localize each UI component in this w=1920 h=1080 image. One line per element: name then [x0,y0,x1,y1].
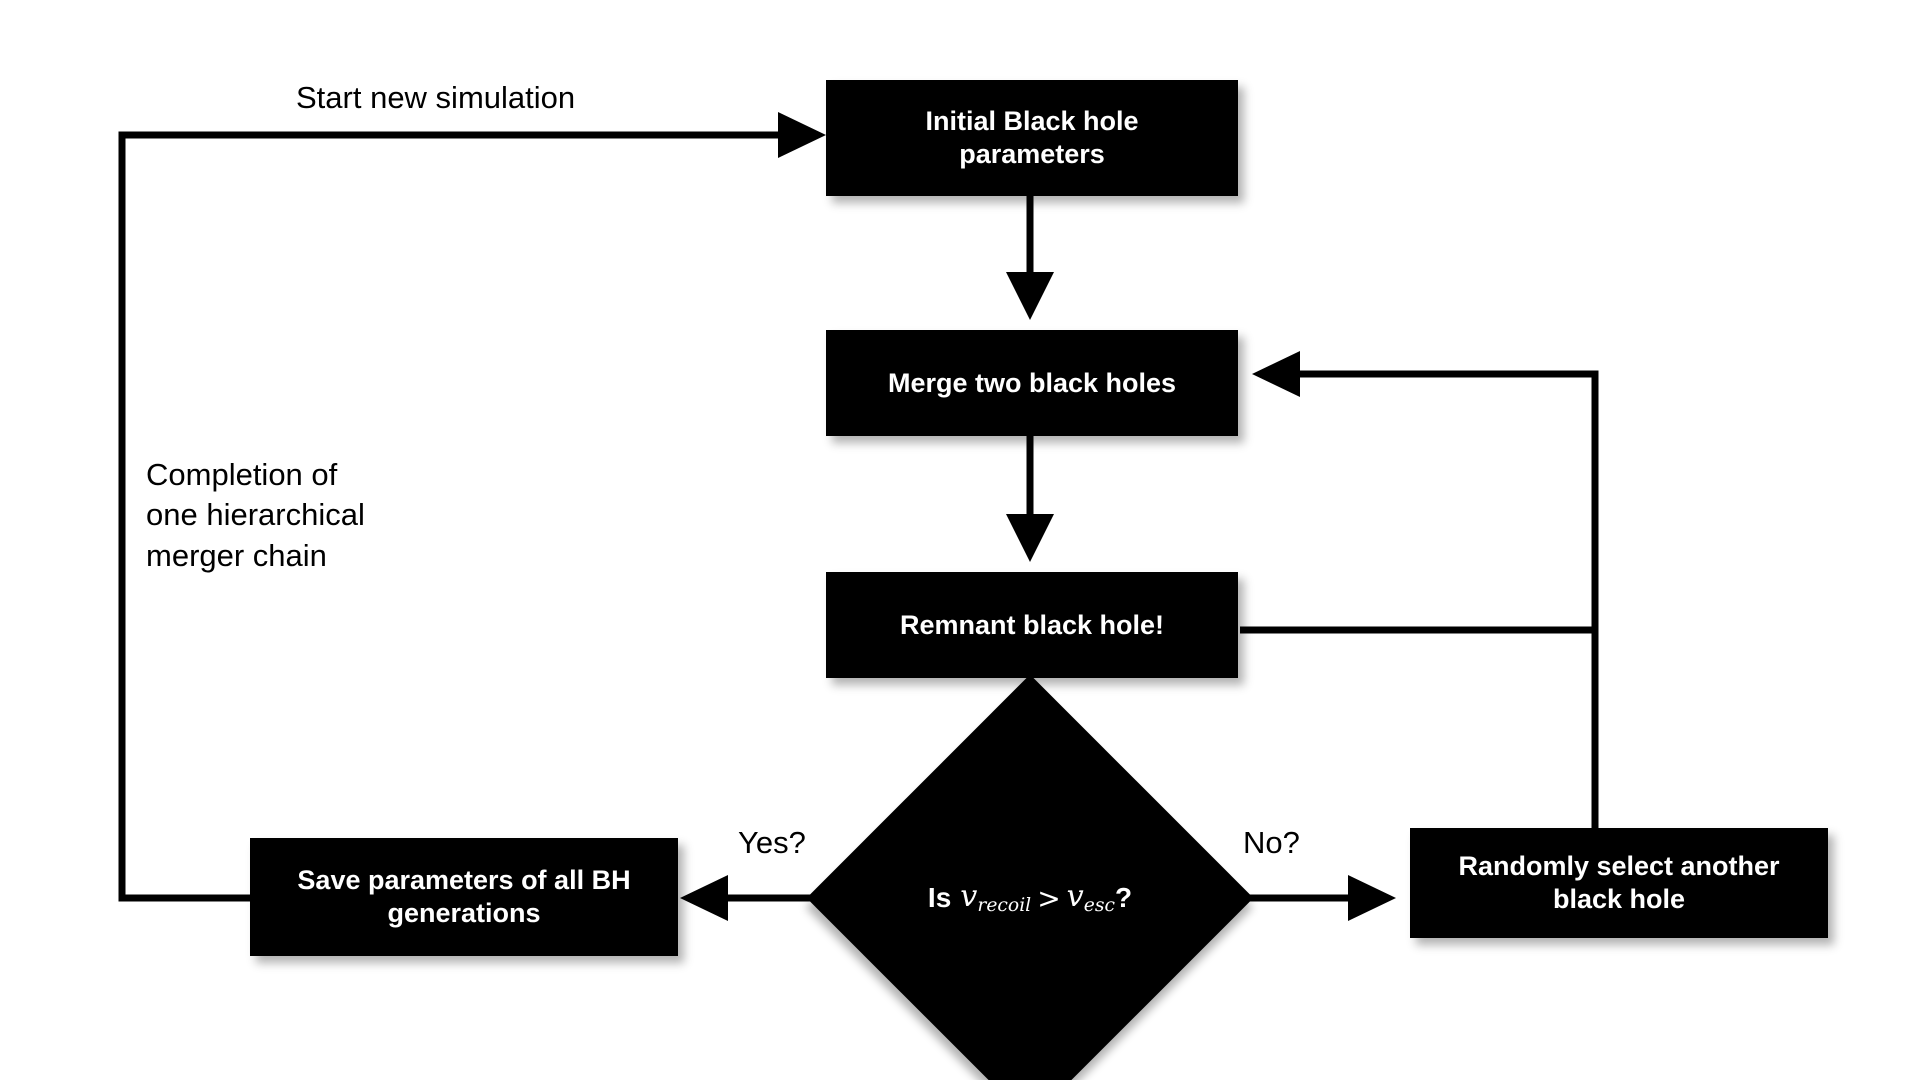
arrowhead-merge-to-remnant [1006,514,1054,562]
arrowhead-loop-to-merge [1252,351,1300,397]
edge-label-start-new-simulation: Start new simulation [296,80,576,115]
node-decision-recoil-vs-escape[interactable]: Is vrecoil > vesc ? [806,674,1254,1080]
edge-label-yes: Yes? [738,825,806,860]
arrowhead-decision-to-save [680,875,728,921]
decision-prefix: Is [927,882,952,913]
arrowhead-decision-to-random [1348,875,1396,921]
arrowhead-to-initial [778,112,826,158]
decision-rhs: vesc [1066,879,1115,917]
node-remnant-black-hole[interactable]: Remnant black hole! [826,572,1238,678]
decision-label: Is vrecoil > vesc ? [872,740,1188,1056]
node-initial-black-hole-parameters[interactable]: Initial Black hole parameters [826,80,1238,196]
arrowhead-initial-to-merge [1006,272,1054,320]
edge-remnant-right-loop-to-merge [1240,370,1599,634]
edge-label-no: No? [1243,825,1300,860]
node-randomly-select-another-black-hole[interactable]: Randomly select another black hole [1410,828,1828,938]
edge-label-completion-of-merger-chain: Completion of one hierarchical merger ch… [146,457,365,573]
decision-operator: > [1037,881,1061,915]
node-save-parameters[interactable]: Save parameters of all BH generations [250,838,678,956]
decision-lhs: vrecoil [960,879,1032,917]
decision-suffix: ? [1114,882,1133,913]
node-merge-two-black-holes[interactable]: Merge two black holes [826,330,1238,436]
edge-save-to-initial [118,131,790,902]
